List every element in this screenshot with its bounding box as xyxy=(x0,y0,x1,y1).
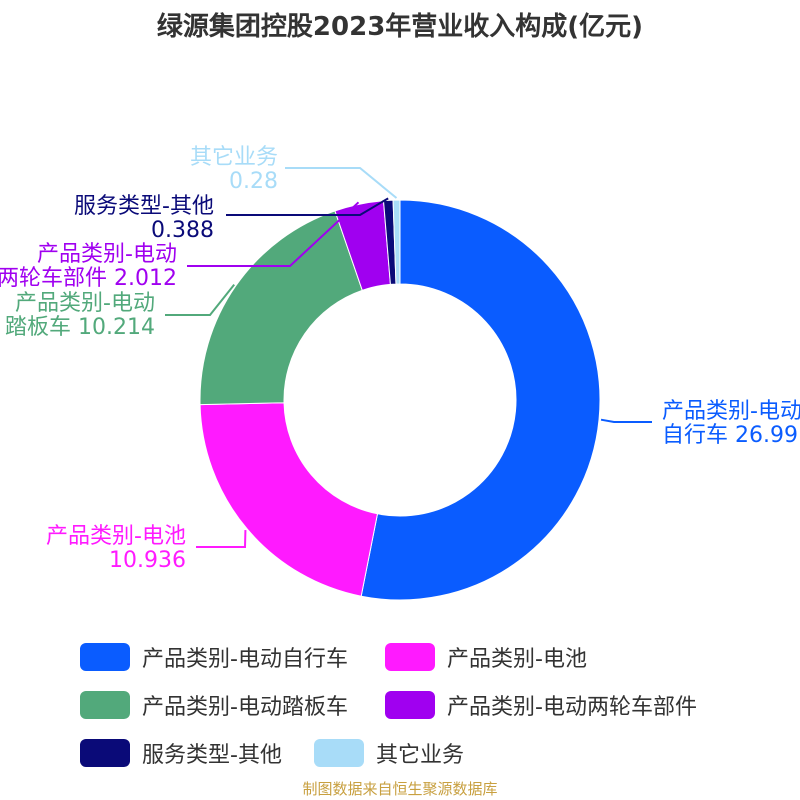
donut-slice[interactable] xyxy=(199,210,363,406)
donut-slice[interactable] xyxy=(199,402,379,597)
legend-item[interactable]: 产品类别-电动两轮车部件 xyxy=(385,689,697,721)
leader-line xyxy=(226,197,389,216)
legend-label: 其它业务 xyxy=(376,743,465,768)
legend-item[interactable]: 产品类别-电池 xyxy=(385,641,587,673)
data-label: 产品类别-电动两轮车部件 2.012 xyxy=(0,242,177,291)
legend-item[interactable]: 产品类别-电动自行车 xyxy=(80,641,348,673)
legend-item[interactable]: 产品类别-电动踏板车 xyxy=(80,689,348,721)
legend-swatch xyxy=(80,691,130,719)
legend-label: 产品类别-电动踏板车 xyxy=(142,695,348,720)
legend-swatch xyxy=(80,643,130,671)
data-label: 产品类别-电动踏板车 10.214 xyxy=(5,291,155,340)
leader-line xyxy=(285,167,398,199)
legend-label: 产品类别-电动两轮车部件 xyxy=(447,695,697,720)
data-label: 产品类别-电动自行车 26.99 xyxy=(662,399,800,448)
legend-swatch xyxy=(80,739,130,767)
legend-label: 产品类别-电池 xyxy=(447,647,587,672)
leader-line xyxy=(600,418,652,423)
leader-line xyxy=(165,283,235,316)
legend-swatch xyxy=(385,691,435,719)
source-note: 制图数据来自恒生聚源数据库 xyxy=(302,780,498,798)
leader-line xyxy=(196,530,247,548)
legend-label: 服务类型-其他 xyxy=(142,743,282,768)
legend-label: 产品类别-电动自行车 xyxy=(142,647,348,672)
donut-slice[interactable] xyxy=(360,199,601,601)
legend-swatch xyxy=(385,643,435,671)
legend-swatch xyxy=(314,739,364,767)
legend-item[interactable]: 其它业务 xyxy=(314,737,464,769)
chart-title: 绿源集团控股2023年营业收入构成(亿元) xyxy=(156,12,644,42)
donut-slice[interactable] xyxy=(392,199,401,285)
legend-item[interactable]: 服务类型-其他 xyxy=(80,737,282,769)
leader-line xyxy=(187,201,360,267)
